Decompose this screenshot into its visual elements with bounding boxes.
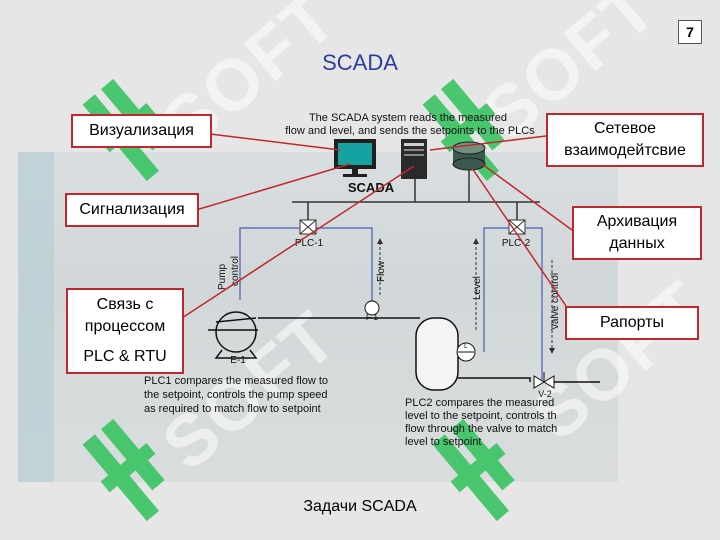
scada-note-line: flow and level, and sends the setpoints … xyxy=(285,125,535,137)
callout-line xyxy=(181,165,415,319)
pump-icon xyxy=(214,311,258,359)
pump-control-label: control xyxy=(230,256,241,286)
scada-note-line: The SCADA system reads the measured xyxy=(309,112,507,124)
plc2-note-line: level to the setpoint, controls th xyxy=(405,410,557,422)
callout-archiving: Архивация данных xyxy=(572,206,702,260)
flow-meter-label: F-1 xyxy=(366,313,379,322)
plc1-note-line: the setpoint, controls the pump speed xyxy=(144,389,327,401)
callout-line xyxy=(195,163,351,211)
footer-caption: Задачи SCADA xyxy=(303,498,417,515)
callout-label: Архивация xyxy=(596,213,678,230)
plc-2-label: PLC-2 xyxy=(502,238,531,249)
pump-control-label: Pump xyxy=(217,263,228,290)
level-label: Level xyxy=(472,276,483,300)
callout-label: взаимодейтсвие xyxy=(564,142,686,159)
callout-line xyxy=(481,163,573,231)
callout-networking: Сетевое взаимодейтсвие xyxy=(546,113,704,167)
callout-label: Сетевое xyxy=(593,120,657,137)
callout-label: процессом xyxy=(84,318,166,335)
callout-line xyxy=(471,167,567,307)
plc-1-label: PLC-1 xyxy=(295,238,324,249)
plc1-note-line: PLC1 compares the measured flow to xyxy=(144,375,328,387)
background-strip xyxy=(18,152,54,482)
plc2-note-line: level to setpoint xyxy=(405,436,481,448)
callout-reports: Рапорты xyxy=(565,306,699,340)
callout-alarming: Сигнализация xyxy=(65,193,199,227)
callout-label: Связь с xyxy=(96,296,154,313)
server-icon xyxy=(401,139,427,179)
callout-label: PLC & RTU xyxy=(83,348,167,365)
flow-meter-icon xyxy=(364,300,380,316)
database-icon xyxy=(452,141,486,171)
watermark-logo-icon xyxy=(432,418,515,522)
plc1-note-line: as required to match flow to setpoint xyxy=(144,403,321,415)
level-meter-icon xyxy=(456,342,476,362)
monitor-icon xyxy=(334,139,376,177)
pump-label: E-1 xyxy=(230,355,246,366)
valve-label: V-2 xyxy=(538,389,552,399)
flow-label: Flow xyxy=(376,260,387,282)
valve-icon xyxy=(533,372,555,389)
callout-label: данных xyxy=(609,235,665,252)
page-title: SCADA xyxy=(322,50,398,75)
scada-label: SCADA xyxy=(348,180,395,195)
plc2-note-line: flow through the valve to match xyxy=(405,423,557,435)
callout-line xyxy=(429,135,547,151)
watermark-logo-icon xyxy=(82,418,165,522)
callout-process-communication: Связь с процессом PLC & RTU xyxy=(66,288,184,374)
callout-label: Рапорты xyxy=(600,314,664,331)
tank-icon xyxy=(415,317,459,391)
callout-label: Сигнализация xyxy=(79,201,185,218)
callout-label: Визуализация xyxy=(89,122,194,139)
valve-control-label: Valve control xyxy=(550,273,561,330)
level-meter-label: L xyxy=(464,343,468,350)
callout-visualization: Визуализация xyxy=(71,114,212,148)
plc2-note-line: PLC2 compares the measured xyxy=(405,397,554,409)
callout-line xyxy=(209,133,341,151)
page-number: 7 xyxy=(678,20,702,44)
